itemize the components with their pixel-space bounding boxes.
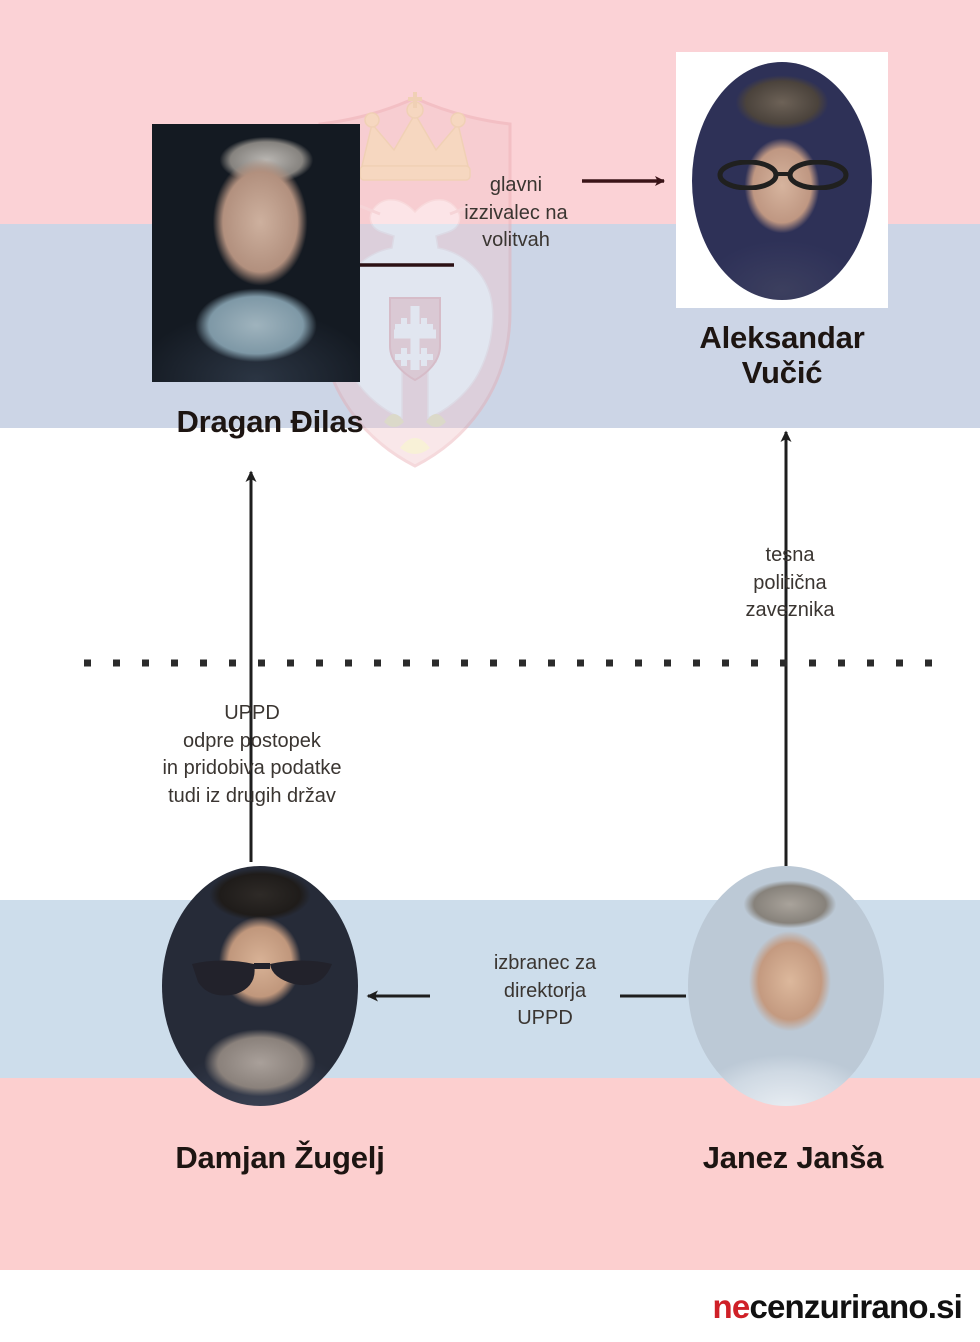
background-band-white-footer (0, 1270, 980, 1342)
edge-label-line: izbranec za (493, 952, 597, 974)
portrait-janez-jansa (688, 866, 884, 1106)
eyeglasses-detail (717, 160, 849, 190)
portrait-aleksandar-vucic (676, 52, 888, 308)
edge-label-line: tesna (765, 544, 815, 566)
edge-label-jansa-zugelj: izbranec za direktorja UPPD (434, 950, 656, 1033)
edge-label-zugelj-djilas: UPPD odpre postopek in pridobiva podatke… (88, 700, 416, 810)
background-band-white-middle (0, 428, 980, 900)
edge-label-djilas-vucic: glavni izzivalec na volitvah (422, 172, 610, 255)
edge-label-line: glavni (489, 174, 543, 196)
edge-label-jansa-vucic: tesna politična zaveznika (680, 542, 900, 625)
sunglasses-detail (192, 960, 332, 996)
site-logo-suffix: cenzurirano.si (749, 1288, 962, 1325)
portrait-damjan-zugelj (162, 866, 358, 1106)
edge-label-line: volitvah (482, 229, 550, 252)
background-band-pink-bottom (0, 1078, 980, 1270)
person-name-line: Aleksandar (699, 320, 865, 355)
edge-label-line: UPPD (224, 702, 280, 724)
edge-label-line: tudi iz drugih držav (168, 784, 336, 807)
portrait-dragan-djilas (152, 124, 360, 382)
person-name-line: Vučić (741, 355, 823, 391)
person-name-janez-jansa: Janez Janša (702, 1140, 884, 1175)
edge-label-line: in pridobiva podatke (162, 757, 342, 780)
edge-label-line: izzivalec na (464, 201, 568, 224)
edge-label-line: odpre postopek (183, 729, 321, 752)
person-name-dragan-djilas: Dragan Đilas (176, 404, 364, 439)
site-logo[interactable]: necenzurirano.si (712, 1288, 963, 1326)
person-name-aleksandar-vucic: Aleksandar Vučić (624, 320, 940, 391)
edge-label-line: politična (753, 571, 827, 594)
edge-label-line: UPPD (517, 1007, 573, 1030)
edge-label-line: zaveznika (745, 599, 835, 622)
site-logo-prefix: ne (712, 1288, 751, 1325)
person-name-damjan-zugelj: Damjan Žugelj (175, 1140, 385, 1175)
edge-label-line: direktorja (503, 979, 587, 1002)
